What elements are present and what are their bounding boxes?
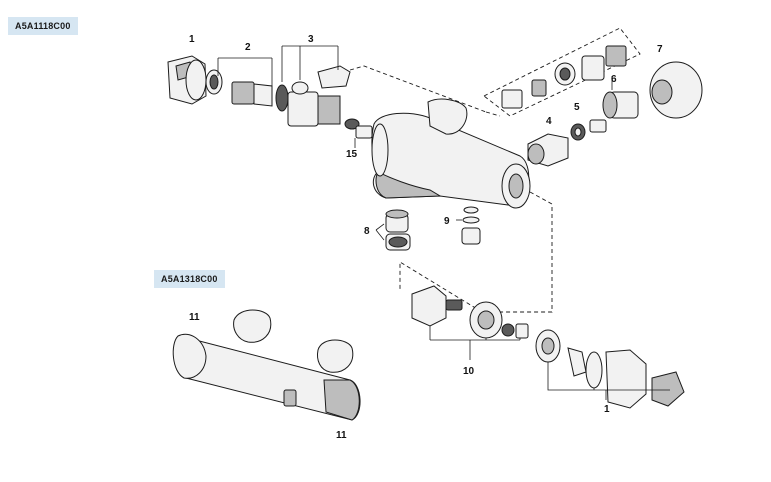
part-6-connector-kit — [483, 27, 641, 117]
part-2-cartridge-parts — [217, 57, 289, 112]
callout-2: 2 — [245, 42, 251, 53]
part-10-cartridge-assembly — [411, 285, 529, 360]
callout-10: 10 — [463, 366, 475, 377]
callout-6: 6 — [611, 74, 617, 85]
part-7-escutcheon — [649, 61, 703, 119]
callout-11-bottom: 11 — [336, 430, 347, 441]
part-1-handle-bottom — [535, 329, 685, 409]
callout-4: 4 — [546, 116, 552, 127]
shower-mixer-body — [172, 309, 361, 421]
part-9-diverter-seal — [456, 206, 481, 245]
callout-7: 7 — [657, 44, 663, 55]
callout-5: 5 — [574, 102, 580, 113]
model-code-badge-top: A5A1118C00 — [8, 17, 78, 35]
callout-11-top: 11 — [189, 312, 200, 323]
callout-1-bottom: 1 — [604, 404, 610, 415]
part-6-nut — [602, 76, 639, 119]
part-5-washer — [570, 119, 607, 141]
assembly-line-cartridge — [349, 65, 487, 113]
assembly-line-lower — [399, 191, 553, 313]
assembly-line-connector — [485, 111, 501, 117]
callout-1-top: 1 — [189, 34, 195, 45]
part-1-handle-top — [167, 55, 223, 105]
bath-mixer-body — [371, 98, 531, 209]
callout-8: 8 — [364, 226, 370, 237]
model-code-badge-bottom: A5A1318C00 — [154, 270, 225, 288]
part-15-check-valve — [354, 125, 373, 148]
part-4-union — [527, 133, 569, 167]
callout-9: 9 — [444, 216, 450, 227]
part-3-thermostatic-cartridge — [281, 45, 360, 130]
callout-3: 3 — [308, 34, 314, 45]
part-8-aerator — [375, 209, 411, 251]
callout-15: 15 — [346, 149, 358, 160]
